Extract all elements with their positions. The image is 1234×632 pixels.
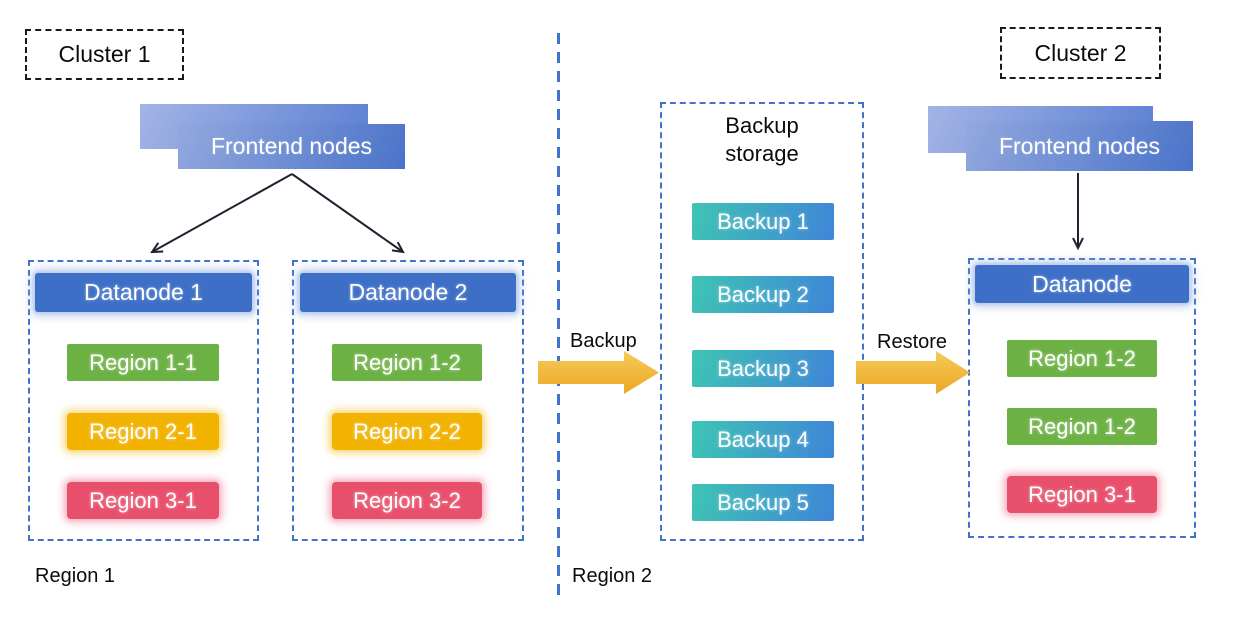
datanode2-header: Datanode 2 xyxy=(300,273,516,312)
region-box: Region 3-2 xyxy=(332,482,482,519)
datanode1-container: Datanode 1 Region 1-1 Region 2-1 Region … xyxy=(28,260,259,541)
region-label: Region 1-2 xyxy=(1028,413,1136,439)
cluster1-label: Cluster 1 xyxy=(58,41,151,67)
restore-arrow-label: Restore xyxy=(877,331,948,353)
backup-item-label: Backup 5 xyxy=(717,489,809,515)
backup-item: Backup 2 xyxy=(692,276,834,313)
region-divider-line xyxy=(557,33,560,600)
backup-item-label: Backup 3 xyxy=(717,355,809,381)
backup-arrow-label: Backup xyxy=(570,330,637,352)
region-box: Region 2-2 xyxy=(332,413,482,450)
region-label: Region 3-1 xyxy=(89,487,197,513)
region-label: Region 3-2 xyxy=(353,487,461,513)
backup-item: Backup 5 xyxy=(692,484,834,521)
backup-item-label: Backup 2 xyxy=(717,281,809,307)
frontend-right-label: Frontend nodes xyxy=(998,132,1161,159)
region-label: Region 2-1 xyxy=(89,418,197,444)
backup-item-label: Backup 1 xyxy=(717,208,809,234)
frontend-left-panel: Frontend nodes xyxy=(178,124,405,169)
datanode2-container: Datanode 2 Region 1-2 Region 2-2 Region … xyxy=(292,260,524,541)
region-label: Region 1-2 xyxy=(353,349,461,375)
restore-flow-arrow xyxy=(856,351,970,394)
frontend-left-label: Frontend nodes xyxy=(210,133,373,159)
cluster2-label: Cluster 2 xyxy=(1034,39,1127,66)
region-label: Region 2-2 xyxy=(353,418,461,444)
datanode2-title: Datanode 2 xyxy=(348,279,468,305)
region-box: Region 2-1 xyxy=(67,413,219,450)
backup-item: Backup 3 xyxy=(692,350,834,387)
region-box: Region 3-1 xyxy=(67,482,219,519)
datanode-restored-header: Datanode xyxy=(975,265,1189,303)
cluster1-label-box: Cluster 1 xyxy=(25,29,184,80)
region-box: Region 1-1 xyxy=(67,344,219,381)
region-label: Region 1-2 xyxy=(1028,345,1136,371)
region2-zone-label: Region 2 xyxy=(572,565,653,587)
arrow-frontend-to-datanode1 xyxy=(150,173,293,254)
region-box: Region 1-2 xyxy=(332,344,482,381)
region-label: Region 1-1 xyxy=(89,349,197,375)
backup-item: Backup 4 xyxy=(692,421,834,458)
region1-zone-label: Region 1 xyxy=(35,565,116,587)
region-label: Region 3-1 xyxy=(1028,481,1136,507)
frontend-right-panel: Frontend nodes xyxy=(966,121,1193,171)
backup-item-label: Backup 4 xyxy=(717,426,809,452)
arrow-frontend-to-datanode2 xyxy=(291,173,405,254)
cluster2-label-box: Cluster 2 xyxy=(1000,27,1161,79)
datanode-restored-container: Datanode Region 1-2 Region 1-2 Region 3-… xyxy=(968,258,1196,538)
region-box: Region 1-2 xyxy=(1007,340,1157,377)
datanode-restored-title: Datanode xyxy=(1032,270,1132,297)
backup-storage-container: Backup storage Backup 1 Backup 2 Backup … xyxy=(660,102,864,541)
datanode1-header: Datanode 1 xyxy=(35,273,252,312)
datanode1-title: Datanode 1 xyxy=(84,279,203,305)
backup-item: Backup 1 xyxy=(692,203,834,240)
region-box: Region 1-2 xyxy=(1007,408,1157,445)
region-box: Region 3-1 xyxy=(1007,476,1157,513)
backup-storage-title: Backup storage xyxy=(725,113,799,166)
